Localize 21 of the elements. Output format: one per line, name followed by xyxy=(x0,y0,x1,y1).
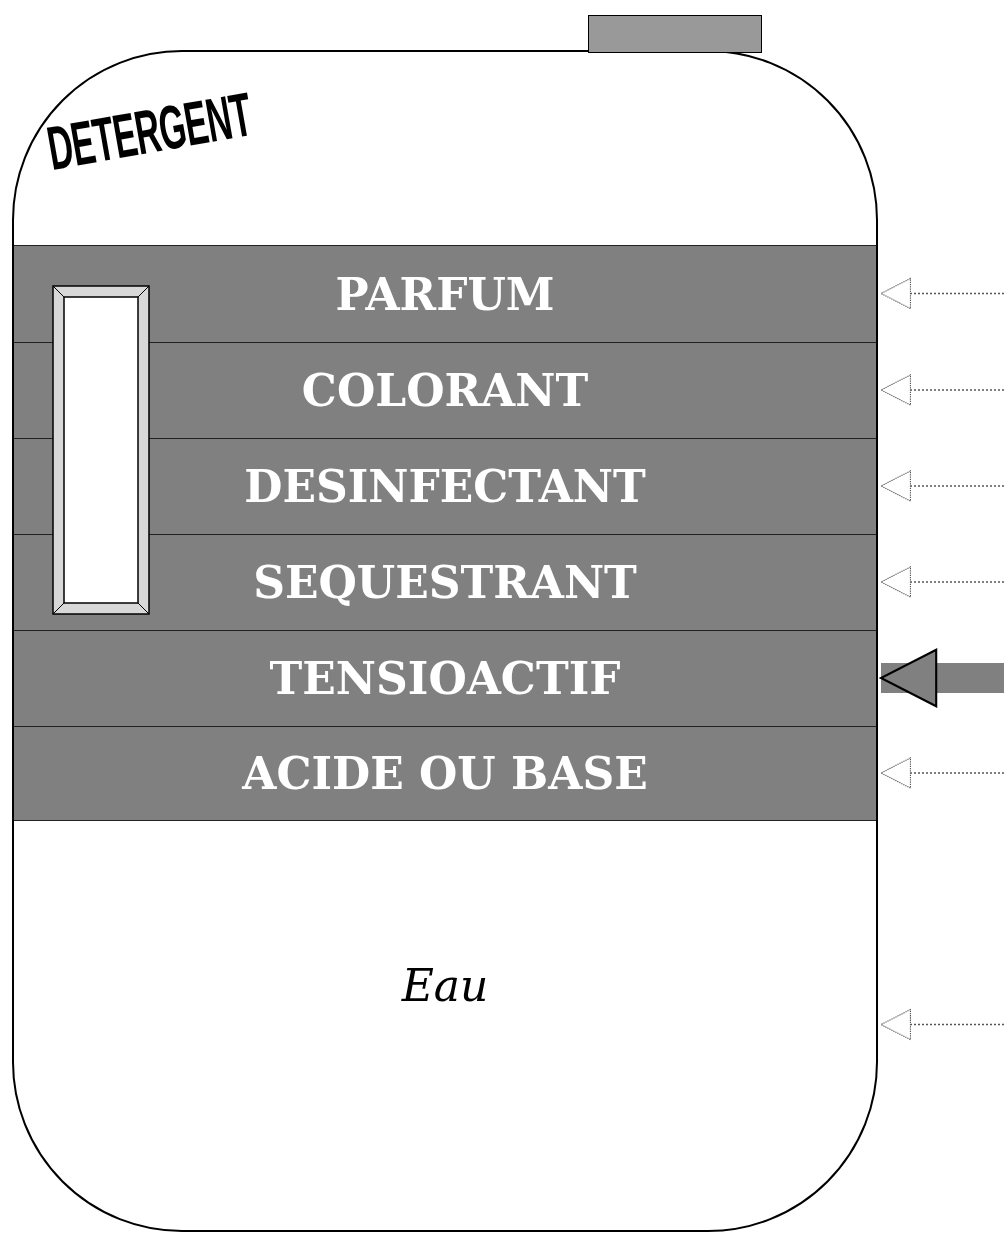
ingredient-label: TENSIOACTIF xyxy=(269,653,621,704)
ingredient-label: SEQUESTRANT xyxy=(253,557,637,608)
ingredient-band xyxy=(14,245,876,342)
arrow xyxy=(880,277,1004,310)
ingredient-label: ACIDE OU BASE xyxy=(242,748,648,799)
ingredient-label: PARFUM xyxy=(335,268,555,320)
ingredient-band xyxy=(14,534,876,630)
ingredient-band xyxy=(14,726,876,820)
water-label: Eau xyxy=(401,960,489,1011)
arrow xyxy=(880,757,1004,789)
arrow xyxy=(880,374,1004,406)
arrow xyxy=(879,648,1004,708)
ingredient-label: COLORANT xyxy=(301,365,589,416)
bottle-cap xyxy=(588,15,762,53)
ingredient-band xyxy=(14,630,876,726)
arrow xyxy=(880,1009,1004,1041)
product-title: DETERGENT xyxy=(42,78,257,184)
arrow xyxy=(880,566,1004,598)
arrow xyxy=(880,470,1004,502)
ingredient-label: DESINFECTANT xyxy=(244,461,646,512)
detergent-bottle xyxy=(12,50,878,1232)
